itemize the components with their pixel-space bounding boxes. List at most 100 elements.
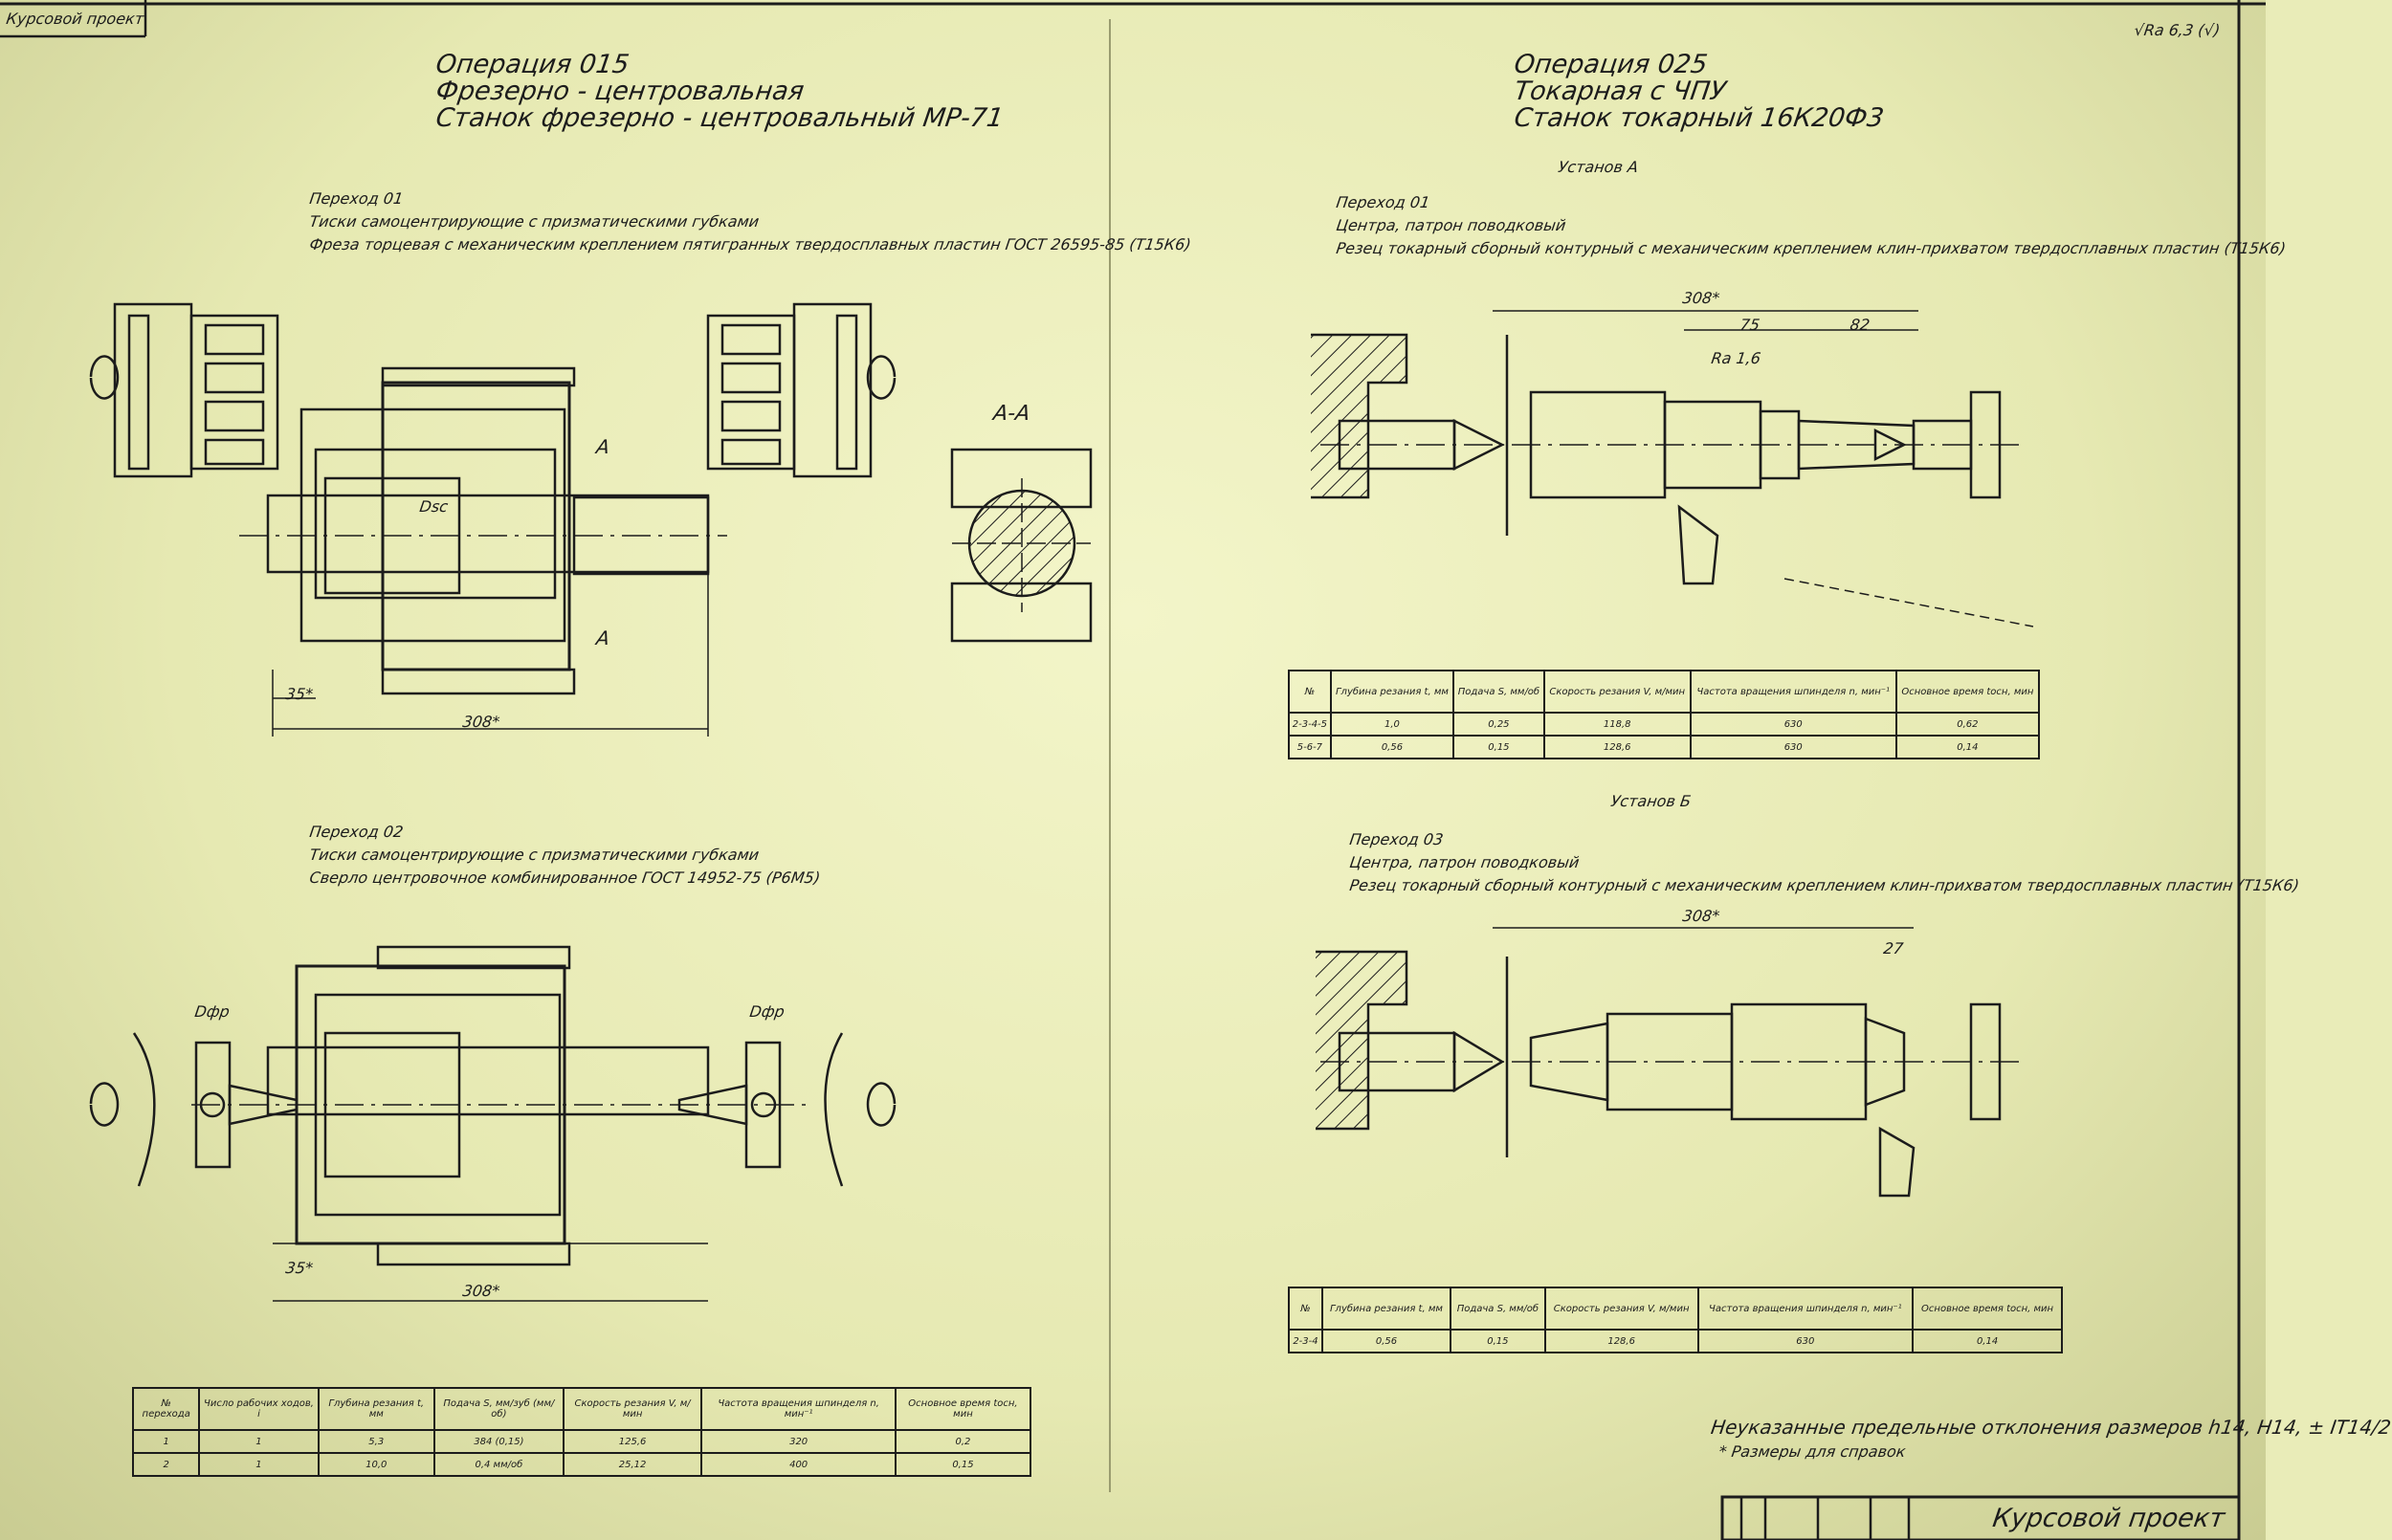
rotation-arrow-right: [866, 355, 897, 400]
table-header: Скорость резания V, м/мин: [1543, 1287, 1699, 1331]
table-header: Число рабочих ходов, i: [198, 1387, 320, 1431]
setup-a-label: Установ А: [1557, 158, 1640, 176]
table-header: Частота вращения шпинделя n, мин⁻¹: [1696, 1287, 1915, 1331]
op025-step03-tool: Резец токарный сборный контурный с механ…: [1348, 876, 2301, 894]
table-row: 5-6-7 0,56 0,15 128,6 630 0,14: [1288, 735, 2041, 759]
table-header: Частота вращения шпинделя n, мин⁻¹: [700, 1387, 897, 1431]
table-cell: 5-6-7: [1288, 735, 1332, 759]
table-cell: 2-3-4-5: [1288, 712, 1332, 737]
table-header: Скорость резания V, м/мин: [1542, 670, 1692, 714]
vise-jaws-step02: [191, 945, 813, 1302]
table-cell: 0,14: [1894, 735, 2041, 759]
offset-dim-step02: 35*: [284, 1259, 315, 1277]
table-header: № перехода: [131, 1387, 201, 1431]
table-cell: 0,2: [894, 1429, 1032, 1454]
setup-b-label: Установ Б: [1609, 792, 1693, 810]
table-cell: 630: [1689, 735, 1897, 759]
op025-table-b: № Глубина резания t, мм Подача S, мм/об …: [1288, 1287, 2063, 1353]
lathe-setup-a: [1311, 310, 2034, 627]
rotation-arrow-left: [89, 355, 120, 400]
roughness-a: Ra 1,6: [1710, 349, 1762, 367]
table-cell: 630: [1689, 712, 1897, 737]
table-header: Основное время tосн, мин: [894, 1387, 1032, 1431]
table-cell: 128,6: [1542, 735, 1692, 759]
overall-dim-b: 308*: [1681, 907, 1721, 925]
op015-step02-fixture: Тиски самоцентрирующие с призматическими…: [308, 846, 761, 864]
table-header: Глубина резания t, мм: [317, 1387, 435, 1431]
table-cell: 1: [131, 1429, 201, 1454]
table-header: №: [1288, 1287, 1323, 1331]
table-cell: 128,6: [1543, 1329, 1699, 1353]
overall-dim-step01: 308*: [461, 713, 501, 731]
op015-cutting-table: № перехода Число рабочих ходов, i Глубин…: [131, 1387, 1032, 1477]
op015-step01-tool: Фреза торцевая с механическим креплением…: [308, 235, 1193, 253]
op015-step01-label: Переход 01: [308, 189, 405, 208]
overall-dim-step02: 308*: [461, 1282, 501, 1300]
table-cell: 1: [198, 1429, 320, 1454]
table-cell: 0,56: [1329, 735, 1455, 759]
drill-dia-left: Dфр: [193, 1002, 232, 1021]
table-row: 2-3-4 0,56 0,15 128,6 630 0,14: [1288, 1329, 2063, 1353]
op015-machine: Станок фрезерно - центровальный МР-71: [433, 103, 1006, 133]
op025-step03-label: Переход 03: [1348, 830, 1445, 848]
table-cell: 0,62: [1894, 712, 2041, 737]
op015-step01-fixture: Тиски самоцентрирующие с призматическими…: [308, 212, 761, 231]
table-cell: 1: [198, 1452, 320, 1477]
table-cell: 0,56: [1320, 1329, 1451, 1353]
overall-dim-a: 308*: [1681, 289, 1721, 307]
table-cell: 25,12: [562, 1452, 703, 1477]
table-header: Скорость резания V, м/мин: [562, 1387, 703, 1431]
op025-step01-tool: Резец токарный сборный контурный с механ…: [1335, 239, 2288, 257]
table-cell: 0,15: [894, 1452, 1032, 1477]
table-row: 1 1 5,3 384 (0,15) 125,6 320 0,2: [131, 1429, 1032, 1454]
rotation-arrow-left-2: [89, 1082, 120, 1127]
op015-step02-tool: Сверло центровочное комбинированное ГОСТ…: [308, 869, 822, 887]
op025-table-a: № Глубина резания t, мм Подача S, мм/об …: [1288, 670, 2041, 759]
table-cell: 118,8: [1542, 712, 1692, 737]
table-cell: 0,15: [1449, 1329, 1546, 1353]
table-cell: 125,6: [562, 1429, 703, 1454]
table-cell: 384 (0,15): [432, 1429, 565, 1454]
table-header: Подача S, мм/зуб (мм/об): [432, 1387, 565, 1431]
table-cell: 2-3-4: [1288, 1329, 1323, 1353]
table-cell: 0,4 мм/об: [432, 1452, 565, 1477]
table-cell: 1,0: [1329, 712, 1455, 737]
corner-label: Курсовой проект: [5, 10, 145, 28]
table-row: 2-3-4-5 1,0 0,25 118,8 630 0,62: [1288, 712, 2041, 737]
op025-step03-fixture: Центра, патрон поводковый: [1348, 853, 1581, 871]
dim-82: 82: [1849, 316, 1872, 334]
center-drill-right: [677, 1032, 844, 1187]
milling-cutter-right: [706, 302, 873, 478]
table-header: Подача S, мм/об: [1449, 1287, 1546, 1331]
reference-note: * Размеры для справок: [1717, 1442, 1907, 1461]
diameter-label: Dsc: [418, 497, 450, 516]
op015-step02-label: Переход 02: [308, 823, 405, 841]
table-cell: 630: [1696, 1329, 1915, 1353]
op025-type: Токарная с ЧПУ: [1512, 77, 1728, 106]
title-block: [1720, 1495, 2241, 1540]
rotation-arrow-right-2: [866, 1082, 897, 1127]
table-cell: 0,14: [1912, 1329, 2063, 1353]
tolerance-note: Неуказанные предельные отклонения размер…: [1709, 1416, 2392, 1439]
table-header: Глубина резания t, мм: [1320, 1287, 1451, 1331]
table-cell: 0,15: [1452, 735, 1545, 759]
dim-27: 27: [1882, 939, 1905, 957]
table-header: Глубина резания t, мм: [1329, 670, 1455, 714]
table-cell: 5,3: [317, 1429, 435, 1454]
table-header: №: [1288, 670, 1332, 714]
op025-step01-fixture: Центра, патрон поводковый: [1335, 216, 1567, 234]
table-header: Основное время tосн, мин: [1912, 1287, 2063, 1331]
drill-dia-right: Dфр: [748, 1002, 786, 1021]
section-label: А-А: [991, 402, 1032, 426]
table-cell: 2: [131, 1452, 201, 1477]
drawing-graphics: [0, 0, 2266, 1540]
offset-dim-step01: 35*: [284, 685, 315, 703]
center-drill-left: [132, 1032, 299, 1187]
dim-75: 75: [1739, 316, 1761, 334]
vise-jaws-step01: [239, 366, 727, 737]
table-cell: 320: [700, 1429, 897, 1454]
table-cell: 400: [700, 1452, 897, 1477]
milling-cutter-left: [113, 302, 279, 478]
op025-step01-label: Переход 01: [1335, 193, 1431, 211]
